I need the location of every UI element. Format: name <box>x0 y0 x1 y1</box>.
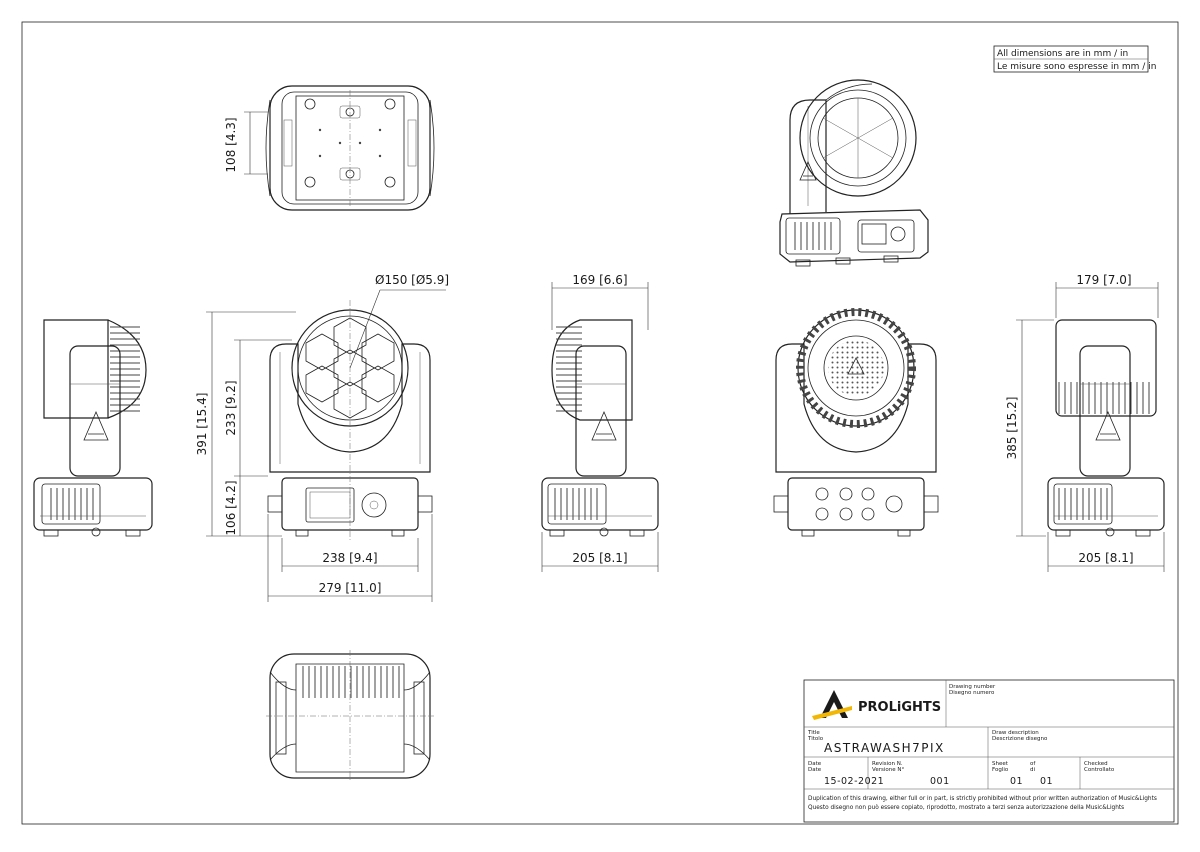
dim-text-back-base-width: 205 [8.1] <box>1078 551 1133 565</box>
title-label-it: Titolo <box>807 736 824 742</box>
revision-label: Revision N. <box>872 761 903 767</box>
dim-side-depth: 169 [6.6] <box>551 273 649 330</box>
dim-text-side-base-width: 205 [8.1] <box>572 551 627 565</box>
draw-description-label-it: Descrizione disegno <box>992 736 1048 742</box>
brand-name: PROLiGHTS <box>858 700 941 715</box>
date-label: Date <box>808 761 822 767</box>
perspective-view <box>779 79 929 267</box>
prolights-logo: PROLiGHTS <box>812 690 941 720</box>
dim-lens-diameter: Ø150 [Ø5.9] <box>349 273 449 369</box>
top-view <box>265 85 435 211</box>
dim-text-total-width: 279 [11.0] <box>319 581 382 595</box>
units-note-en: All dimensions are in mm / in <box>997 49 1128 59</box>
left-side-view <box>33 319 153 537</box>
dim-back-base-width: 205 [8.1] <box>1047 532 1165 572</box>
dim-base-width: 238 [9.4] <box>281 538 419 572</box>
dim-text-back-depth: 179 [7.0] <box>1076 273 1131 287</box>
rear-view <box>773 308 939 537</box>
dim-text-base-width: 238 [9.4] <box>322 551 377 565</box>
dim-total-width: 279 [11.0] <box>267 514 433 602</box>
sheet-total: 01 <box>1040 776 1053 787</box>
title-block: PROLiGHTS Drawing number Disegno numero … <box>803 679 1175 823</box>
dim-rear-height: 385 [15.2] <box>1005 319 1054 537</box>
checked-label-it: Controllato <box>1084 767 1115 773</box>
revision-value: 001 <box>930 776 950 787</box>
right-side-view <box>541 319 659 537</box>
of-label: of <box>1030 761 1036 767</box>
dim-total-height: 391 [15.4] <box>195 311 296 537</box>
dim-text-side-depth: 169 [6.6] <box>572 273 627 287</box>
dim-text-rear-height: 385 [15.2] <box>1005 397 1019 460</box>
dim-text-total-height: 391 [15.4] <box>195 393 209 456</box>
units-note-it: Le misure sono espresse in mm / in <box>997 62 1156 72</box>
sheet-label: Sheet <box>992 761 1009 767</box>
of-label-it: di <box>1030 767 1035 773</box>
title-value: ASTRAWASH7PIX <box>824 741 945 755</box>
disclaimer-en: Duplication of this drawing, either full… <box>808 796 1157 802</box>
dim-text-top-depth: 108 [4.3] <box>224 117 238 172</box>
dim-head-height: 233 [9.2] <box>224 339 292 477</box>
checked-label: Checked <box>1084 761 1108 767</box>
sheet-value: 01 <box>1010 776 1023 787</box>
draw-description-label: Draw description <box>992 730 1039 736</box>
date-value: 15-02-2021 <box>824 776 884 787</box>
date-label-it: Date <box>808 767 822 773</box>
dim-text-base-height: 106 [4.2] <box>224 480 238 535</box>
drawing-number-label-it: Disegno numero <box>949 690 995 696</box>
drawing-number-label: Drawing number <box>949 684 996 690</box>
dim-base-height: 106 [4.2] <box>224 476 241 536</box>
dim-side-base-width: 205 [8.1] <box>541 532 659 572</box>
dim-text-lens-diameter: Ø150 [Ø5.9] <box>375 273 449 287</box>
dim-text-head-height: 233 [9.2] <box>224 380 238 435</box>
units-note: All dimensions are in mm / in Le misure … <box>993 45 1156 73</box>
sheet-label-it: Foglio <box>992 767 1009 773</box>
revision-label-it: Versione N° <box>872 767 904 773</box>
disclaimer-it: Questo disegno non può essere copiato, r… <box>808 804 1124 811</box>
dim-back-depth: 179 [7.0] <box>1055 273 1159 318</box>
front-view <box>267 300 433 540</box>
back-side-view <box>1047 319 1165 537</box>
title-label: Title <box>807 730 820 736</box>
bottom-view <box>266 650 434 782</box>
dim-top-depth: 108 [4.3] <box>224 111 268 175</box>
sheet-border <box>21 21 1179 825</box>
